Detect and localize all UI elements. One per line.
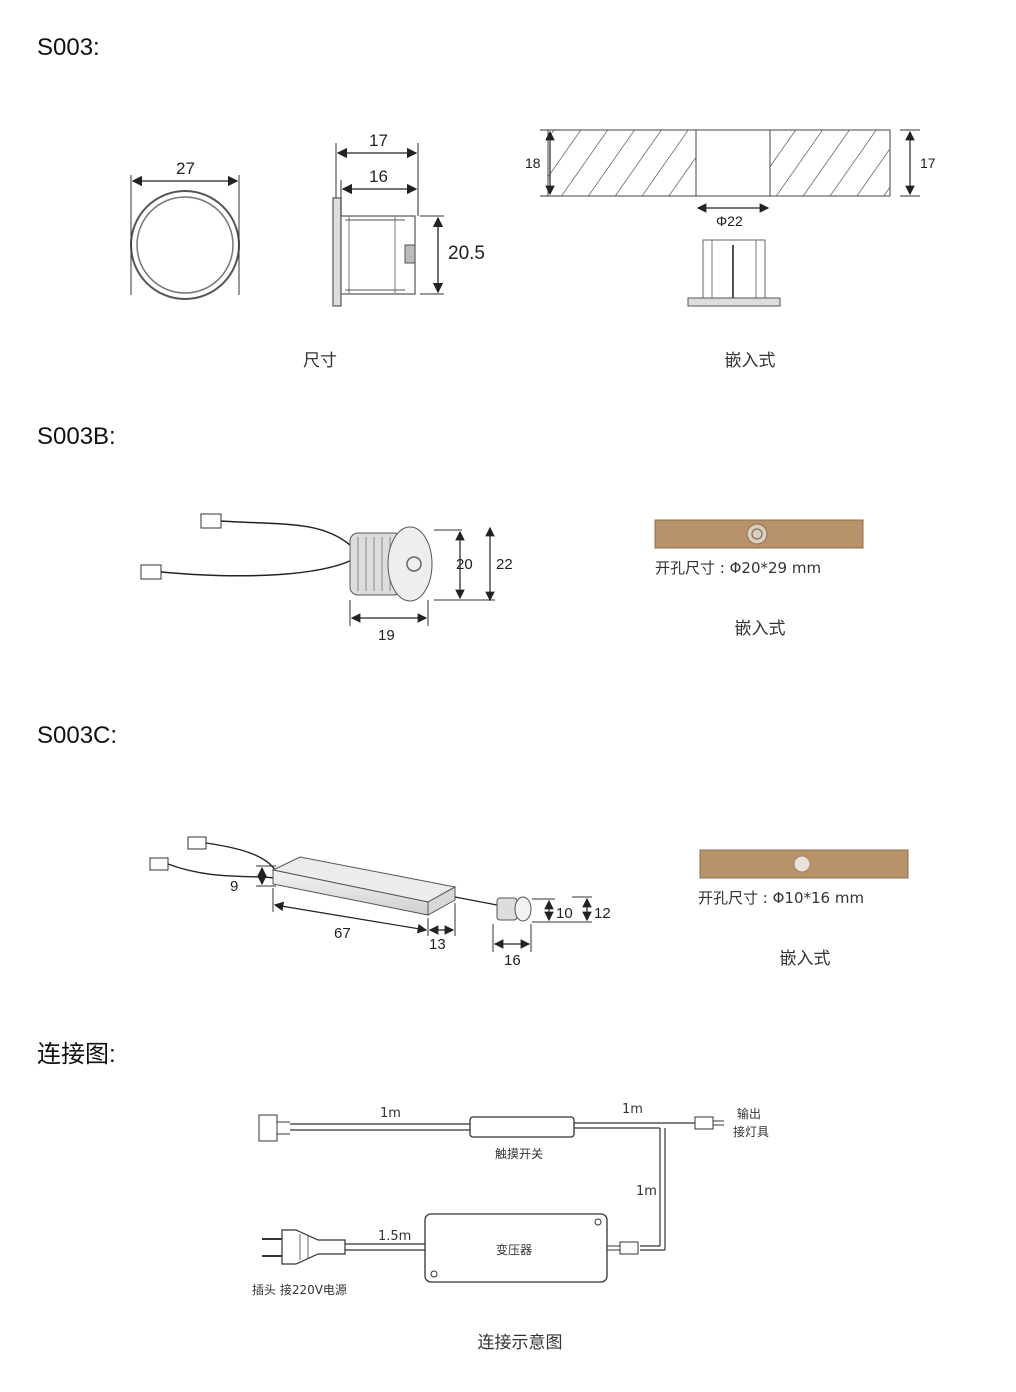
len-1-5m: 1.5m	[378, 1229, 411, 1244]
s003b-product: 20 22 19	[140, 513, 513, 644]
dim-10: 10	[556, 905, 573, 922]
wiring-diagram: 1m 触摸开关 1m 输出 接灯具 1m 变压器 1.5m 插头 接220V电源	[252, 1102, 769, 1297]
caption-s003c-mount: 嵌入式	[779, 949, 831, 969]
s003c-wood-panel	[699, 849, 909, 879]
dim-16c: 16	[504, 952, 521, 969]
heading-s003b: S003B:	[37, 423, 116, 450]
caption-s003b-mount: 嵌入式	[734, 619, 786, 639]
transformer-label: 变压器	[496, 1242, 532, 1257]
to-light-label: 接灯具	[733, 1124, 769, 1139]
heading-s003c: S003C:	[37, 722, 118, 749]
dim-13: 13	[429, 936, 446, 953]
dim-27: 27	[176, 159, 195, 178]
heading-wiring: 连接图:	[37, 1041, 116, 1068]
dim-17-right: 17	[920, 155, 936, 171]
hole-size-s003b: 开孔尺寸 : Φ20*29 mm	[655, 559, 822, 577]
heading-s003: S003:	[37, 34, 100, 61]
hole-size-s003c: 开孔尺寸 : Φ10*16 mm	[698, 889, 865, 907]
s003b-wood-panel	[654, 519, 864, 549]
caption-s003-mount: 嵌入式	[724, 351, 776, 371]
dim-18: 18	[525, 155, 541, 171]
touch-switch-label: 触摸开关	[495, 1147, 543, 1161]
caption-s003-size: 尺寸	[303, 351, 337, 371]
s003-side-view: 17 16 20.5	[332, 131, 485, 307]
len-1m-transformer: 1m	[636, 1184, 657, 1199]
len-1m-input: 1m	[380, 1106, 401, 1121]
dim-12: 12	[594, 905, 611, 922]
dim-16: 16	[369, 167, 388, 186]
s003-mount-view: 18 17 Φ22	[525, 129, 936, 307]
dim-17: 17	[369, 131, 388, 150]
dim-22: 22	[496, 556, 513, 573]
dim-20: 20	[456, 556, 473, 573]
len-1m-output: 1m	[622, 1102, 643, 1117]
dim-20-5: 20.5	[448, 243, 485, 264]
s003c-product: 9 67 13 16 10 12	[149, 836, 611, 969]
dim-67: 67	[334, 925, 351, 942]
dim-9: 9	[230, 878, 238, 895]
dim-19: 19	[378, 627, 395, 644]
dim-phi22: Φ22	[716, 213, 743, 229]
output-label: 输出	[737, 1106, 761, 1121]
s003-front-view: 27	[130, 159, 240, 300]
caption-wiring: 连接示意图	[477, 1333, 563, 1353]
plug-label: 插头 接220V电源	[252, 1282, 347, 1297]
